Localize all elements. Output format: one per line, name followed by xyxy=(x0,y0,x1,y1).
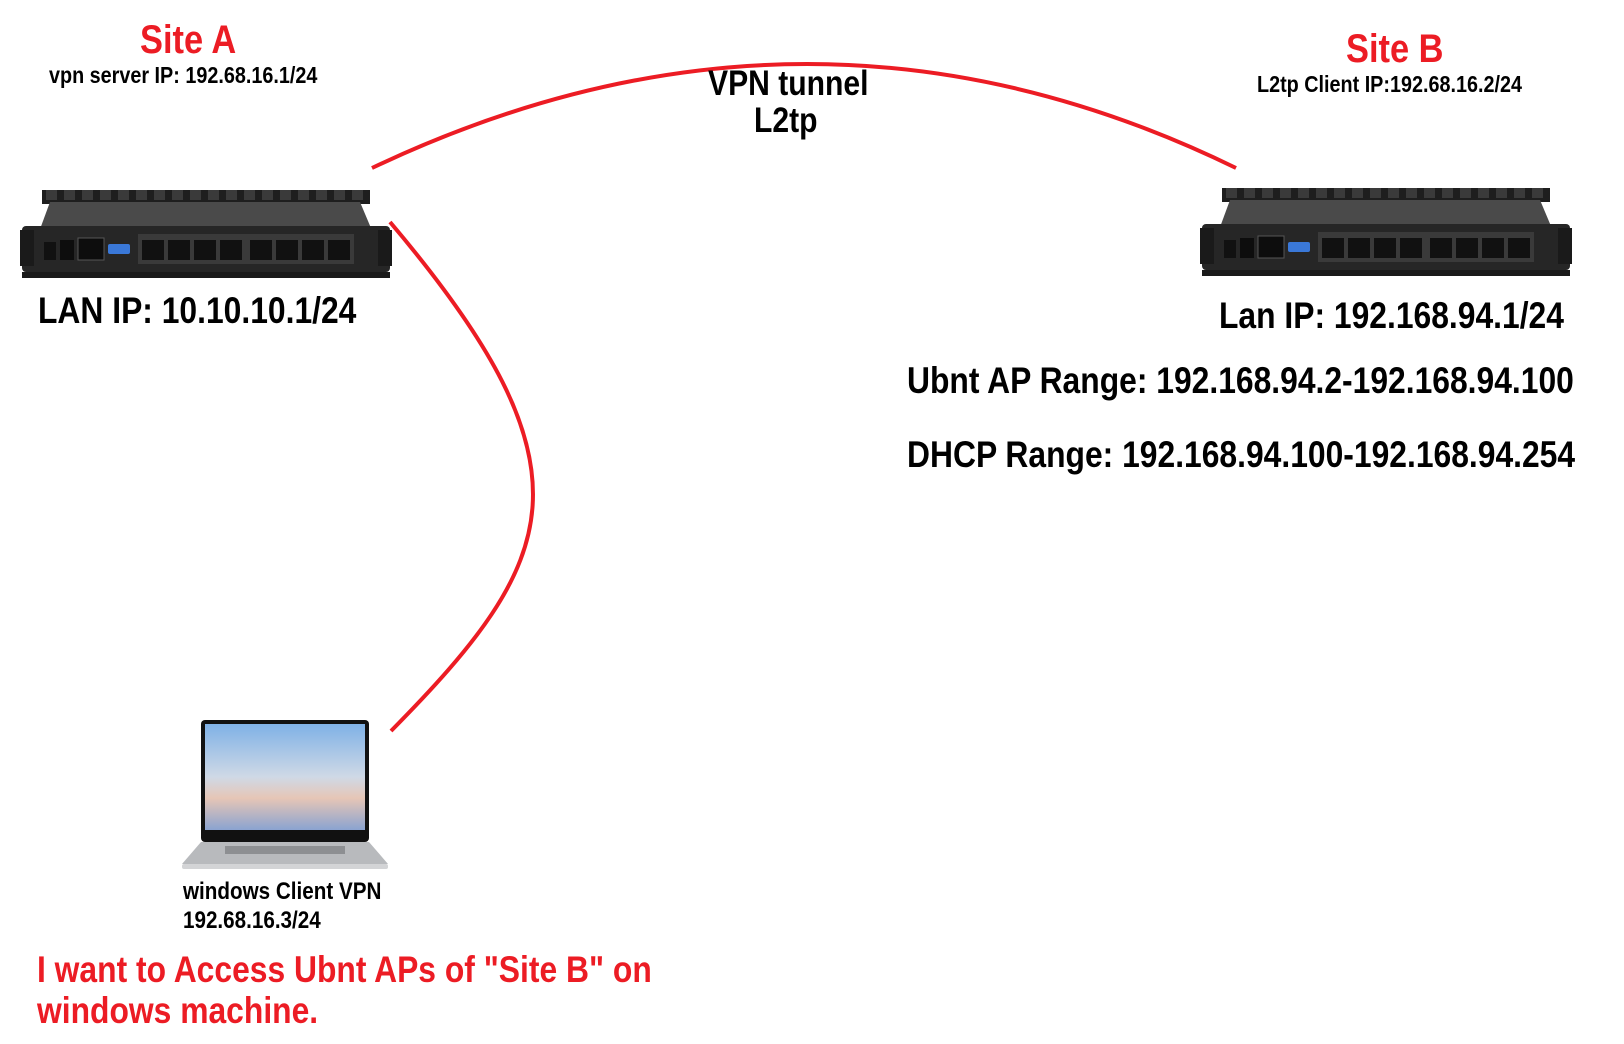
site-b-title: Site B xyxy=(1346,27,1444,71)
site-a-vpn-server-ip: vpn server IP: 192.68.16.1/24 xyxy=(49,62,318,88)
site-a-lan-ip: LAN IP: 10.10.10.1/24 xyxy=(38,290,357,331)
router-icon xyxy=(20,190,392,278)
heatsink-fin xyxy=(64,190,75,200)
laptop-icon xyxy=(182,720,388,869)
heatsink-fin xyxy=(1514,188,1525,198)
heatsink-fin xyxy=(280,190,291,200)
heatsink-fin xyxy=(1334,188,1345,198)
heatsink-fin xyxy=(1370,188,1381,198)
heatsink-fin xyxy=(316,190,327,200)
heatsink-fin xyxy=(1226,188,1237,198)
heatsink-fin xyxy=(172,190,183,200)
heatsink-fin xyxy=(1442,188,1453,198)
heatsink-fin xyxy=(100,190,111,200)
heatsink-fin xyxy=(1532,188,1543,198)
note-line1: I want to Access Ubnt APs of "Site B" on xyxy=(37,949,652,990)
heatsink-fin xyxy=(1262,188,1273,198)
heatsink-fin xyxy=(82,190,93,200)
heatsink-fin xyxy=(1460,188,1471,198)
heatsink-fin xyxy=(1424,188,1435,198)
heatsink-fin xyxy=(154,190,165,200)
heatsink-fin xyxy=(46,190,57,200)
client-label: windows Client VPN xyxy=(183,878,382,905)
heatsink-fin xyxy=(1280,188,1291,198)
heatsink-fin xyxy=(334,190,345,200)
heatsink-fin xyxy=(1298,188,1309,198)
heatsink-fin xyxy=(190,190,201,200)
client-link xyxy=(388,220,535,733)
heatsink-fin xyxy=(226,190,237,200)
heatsink-fin xyxy=(298,190,309,200)
heatsink-fin xyxy=(1478,188,1489,198)
tunnel-label-line2: L2tp xyxy=(754,101,818,140)
heatsink-fin xyxy=(1352,188,1363,198)
heatsink-fin xyxy=(1244,188,1255,198)
client-ip: 192.68.16.3/24 xyxy=(183,907,321,934)
heatsink-fin xyxy=(1316,188,1327,198)
heatsink-fin xyxy=(136,190,147,200)
note-line2: windows machine. xyxy=(37,990,319,1031)
heatsink-fin xyxy=(208,190,219,200)
site-b-dhcp-range: DHCP Range: 192.168.94.100-192.168.94.25… xyxy=(907,434,1576,475)
heatsink-fin xyxy=(1388,188,1399,198)
site-a-title: Site A xyxy=(140,18,237,62)
vpn-tunnel-link xyxy=(371,62,1237,170)
site-b-client-ip: L2tp Client IP:192.68.16.2/24 xyxy=(1257,71,1522,97)
site-b-ubnt-range: Ubnt AP Range: 192.168.94.2-192.168.94.1… xyxy=(907,360,1574,401)
site-b-lan-ip: Lan IP: 192.168.94.1/24 xyxy=(1219,295,1564,336)
tunnel-label-line1: VPN tunnel xyxy=(708,64,869,103)
router-icon xyxy=(1200,188,1572,276)
heatsink-fin xyxy=(1406,188,1417,198)
heatsink-fin xyxy=(244,190,255,200)
heatsink-fin xyxy=(352,190,363,200)
heatsink-fin xyxy=(262,190,273,200)
heatsink-fin xyxy=(118,190,129,200)
heatsink-fin xyxy=(1496,188,1507,198)
